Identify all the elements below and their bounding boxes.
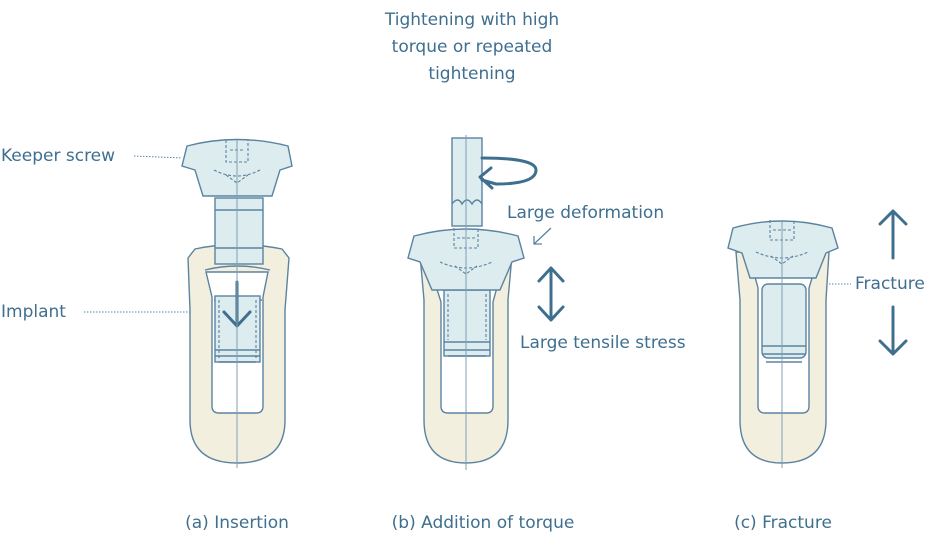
figure-a-insertion [84,138,293,468]
keeper-screw-head-c [727,220,839,279]
top-note-line-3: tightening [428,64,516,84]
caption-b: (b) Addition of torque [391,513,575,533]
large-deformation-label: Large deformation [507,203,665,223]
tensile-stress-arrow [537,266,565,322]
caption-a: (a) Insertion [185,513,289,533]
figure-c-fracture [727,209,908,468]
fracture-up-arrow [878,209,908,260]
rotation-arrow [478,156,538,190]
top-note-line-2: torque or repeated [391,37,553,57]
fracture-down-arrow [878,305,908,356]
large-tensile-stress-label: Large tensile stress [520,333,686,353]
top-note: Tightening with high torque or repeated … [366,9,578,85]
top-note-line-1: Tightening with high [384,10,560,30]
fracture-label: Fracture [855,274,925,294]
figure-b-torque [407,135,565,470]
caption-c: (c) Fracture [734,513,832,533]
implant-label: Implant [1,302,66,322]
keeper-screw-label: Keeper screw [1,146,116,166]
